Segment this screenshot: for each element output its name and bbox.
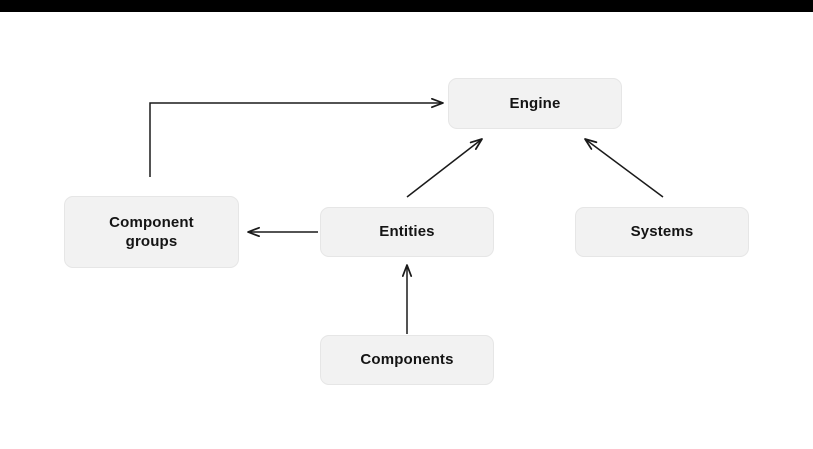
node-systems[interactable]: Systems (575, 207, 749, 257)
edge-systems-to-engine (584, 138, 664, 198)
node-components[interactable]: Components (320, 335, 494, 385)
edge-compgroups-to-engine (149, 97, 444, 177)
node-engine-label: Engine (509, 94, 561, 112)
node-components-label: Components (360, 351, 454, 369)
node-engine[interactable]: Engine (448, 78, 622, 129)
node-entities[interactable]: Entities (320, 207, 494, 257)
node-component-groups[interactable]: Component groups (64, 196, 239, 268)
edge-entities-to-engine (406, 138, 483, 198)
node-systems-label: Systems (630, 223, 694, 241)
node-entities-label: Entities (379, 223, 435, 241)
top-black-bar (0, 0, 813, 12)
node-component-groups-label: Component groups (109, 213, 194, 251)
